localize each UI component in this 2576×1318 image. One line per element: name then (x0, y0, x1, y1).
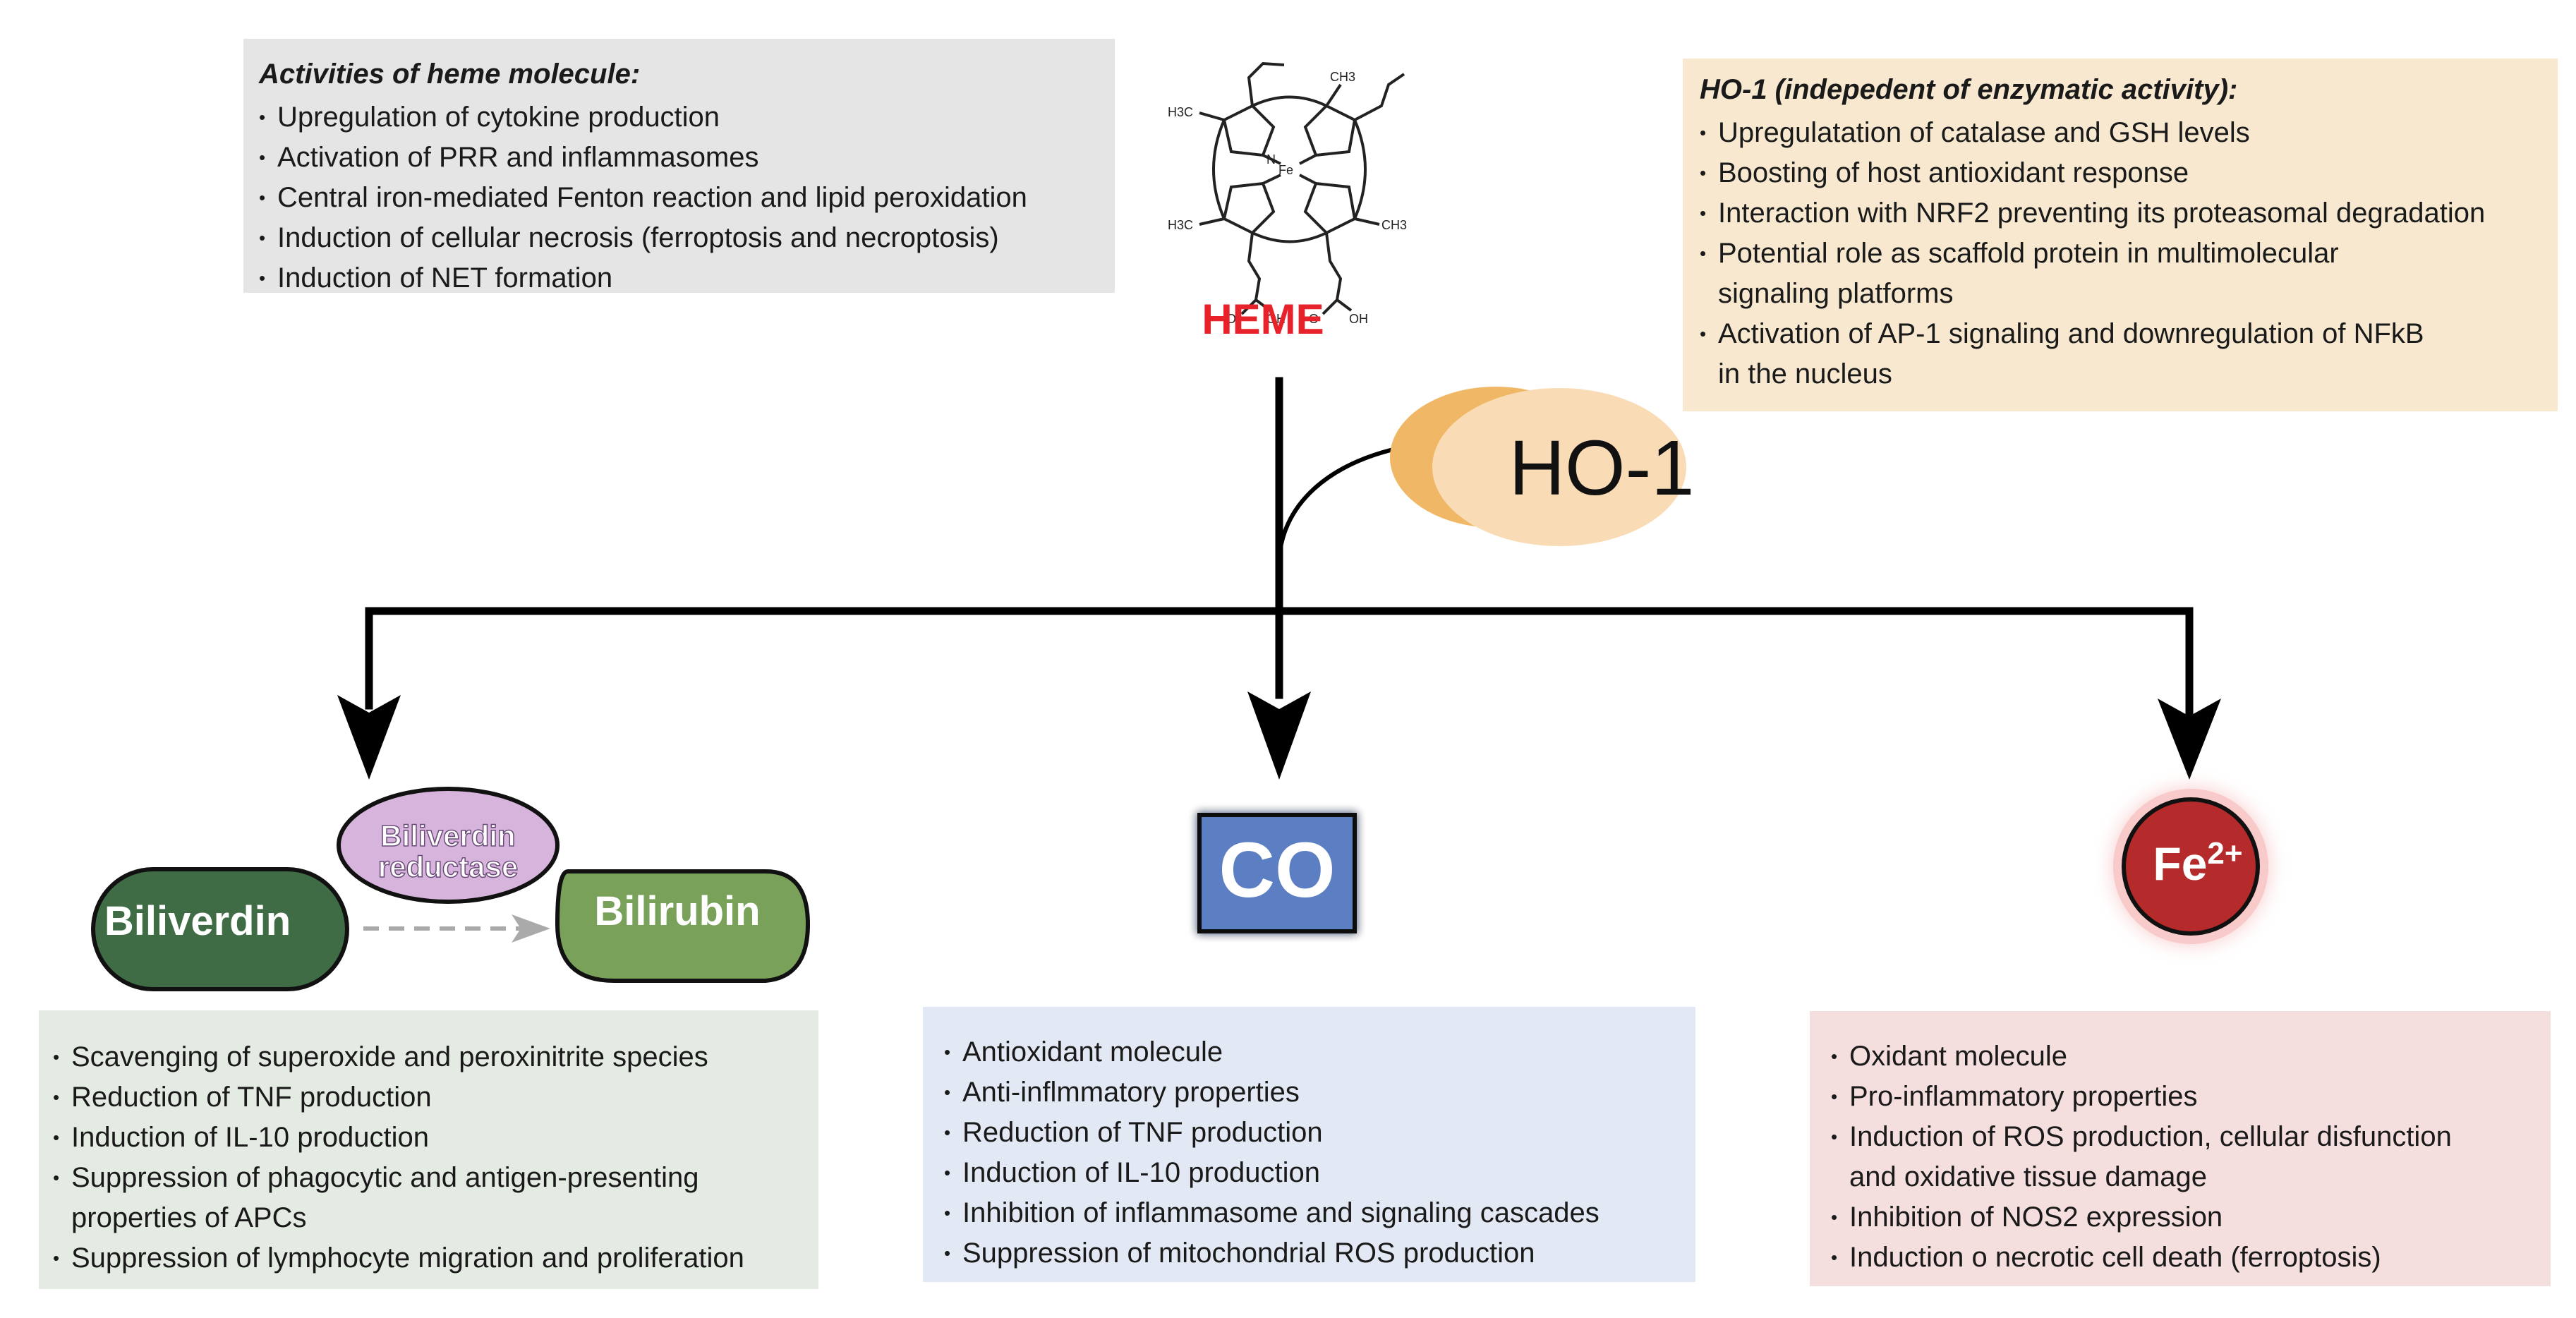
heme-structure-labels: H3C CH3 Fe N H3C CH3 O OH O OH (1168, 70, 1407, 326)
arrow-head-center (1247, 691, 1311, 780)
list-item: Activation of AP-1 signaling and downreg… (1700, 314, 2558, 394)
heme-activities-title: Activities of heme molecule: (259, 59, 641, 90)
co-effects-box: Antioxidant molecule Anti-inflmmatory pr… (923, 1007, 1695, 1282)
label-o-left: O (1226, 312, 1236, 326)
list-item: Suppression of phagocytic and antigen-pr… (53, 1158, 818, 1238)
label-oh-right: OH (1349, 312, 1368, 326)
list-item: Induction of IL-10 production (944, 1153, 1695, 1193)
biliverdin-effects-box: Scavenging of superoxide and peroxinitri… (39, 1010, 818, 1289)
ho1-activity-title: HO-1 (indepedent of enzymatic activity): (1700, 74, 2238, 105)
label-h3c-bottom: H3C (1168, 218, 1193, 232)
list-item: Inhibition of NOS2 expression (1831, 1197, 2551, 1238)
label-ch3-top: CH3 (1330, 70, 1355, 84)
list-item: Reduction of TNF production (53, 1077, 818, 1118)
biliverdin-effects-list: Scavenging of superoxide and peroxinitri… (53, 1037, 818, 1278)
flow-lines (365, 377, 2194, 717)
list-item: Inhibition of inflammasome and signaling… (944, 1193, 1695, 1233)
heme-structure (1199, 61, 1405, 315)
arrow-head-left (337, 695, 401, 780)
ho1-enzyme-label: HO-1 (1508, 425, 1695, 512)
list-item: Pro-inflammatory properties (1831, 1077, 2551, 1117)
list-item: Potential role as scaffold protein in mu… (1700, 234, 2558, 314)
list-item: Boosting of host antioxidant response (1700, 153, 2558, 193)
biliverdin-reductase-label: Biliverdin reductase (377, 819, 519, 883)
arrow-head-right (2158, 699, 2221, 780)
fe-circle (2122, 797, 2260, 936)
list-item: Suppression of mitochondrial ROS product… (944, 1233, 1695, 1274)
co-effects-list: Antioxidant molecule Anti-inflmmatory pr… (944, 1032, 1695, 1274)
heme-label: HEME (1202, 296, 1324, 343)
ho1-activity-box: HO-1 (indepedent of enzymatic activity):… (1683, 59, 2558, 411)
ho1-connector-curve (1277, 442, 1419, 565)
co-label: CO (1219, 827, 1336, 914)
list-item: Induction o necrotic cell death (ferropt… (1831, 1238, 2551, 1278)
ho1-activity-list: Upregulatation of catalase and GSH level… (1700, 113, 2558, 394)
label-h3c-top: H3C (1168, 105, 1193, 119)
list-item: Central iron-mediated Fenton reaction an… (259, 178, 1115, 218)
list-item: Induction of NET formation (259, 258, 1115, 298)
fe-effects-list: Oxidant molecule Pro-inflammatory proper… (1831, 1036, 2551, 1278)
list-item: Antioxidant molecule (944, 1032, 1695, 1072)
label-n: N (1266, 152, 1276, 167)
heme-activities-box: Activities of heme molecule: Upregulatio… (243, 39, 1115, 298)
pyrrole-ring-bottom-right (1303, 181, 1357, 235)
label-o-right: O (1309, 312, 1319, 326)
list-item: Interaction with NRF2 preventing its pro… (1700, 193, 2558, 234)
list-item: Anti-inflmmatory properties (944, 1072, 1695, 1113)
pyrrole-ring-top-left (1222, 104, 1276, 157)
biliverdin-label: Biliverdin (104, 898, 291, 944)
heme-activities-list: Upregulation of cytokine production Acti… (259, 97, 1115, 298)
list-item: Oxidant molecule (1831, 1036, 2551, 1077)
list-item: Induction of cellular necrosis (ferropto… (259, 218, 1115, 258)
pyrrole-ring-top-right (1303, 104, 1357, 157)
bilirubin-label: Bilirubin (594, 888, 761, 934)
co-square (1197, 813, 1357, 933)
list-item: Upregulation of cytokine production (259, 97, 1115, 138)
list-item: Activation of PRR and inflammasomes (259, 138, 1115, 178)
conversion-arrow-head (512, 914, 550, 943)
ho1-ellipse (1432, 388, 1686, 546)
pyrrole-ring-bottom-left (1222, 181, 1276, 235)
bilirubin-pill (555, 869, 811, 983)
fe-label: Fe2+ (2153, 836, 2243, 890)
list-item: Reduction of TNF production (944, 1113, 1695, 1153)
list-item: Upregulatation of catalase and GSH level… (1700, 113, 2558, 153)
list-item: Suppression of lymphocyte migration and … (53, 1238, 818, 1278)
ho1-enzyme-shape (1390, 387, 1686, 546)
list-item: Induction of ROS production, cellular di… (1831, 1117, 2551, 1197)
list-item: Scavenging of superoxide and peroxinitri… (53, 1037, 818, 1077)
label-ch3-bottom: CH3 (1381, 218, 1407, 232)
label-fe: Fe (1278, 163, 1293, 177)
list-item: Induction of IL-10 production (53, 1118, 818, 1158)
fe-effects-box: Oxidant molecule Pro-inflammatory proper… (1810, 1011, 2551, 1286)
label-oh-left: OH (1266, 312, 1286, 326)
biliverdin-pill (91, 867, 349, 991)
reductase-blob (337, 787, 560, 904)
